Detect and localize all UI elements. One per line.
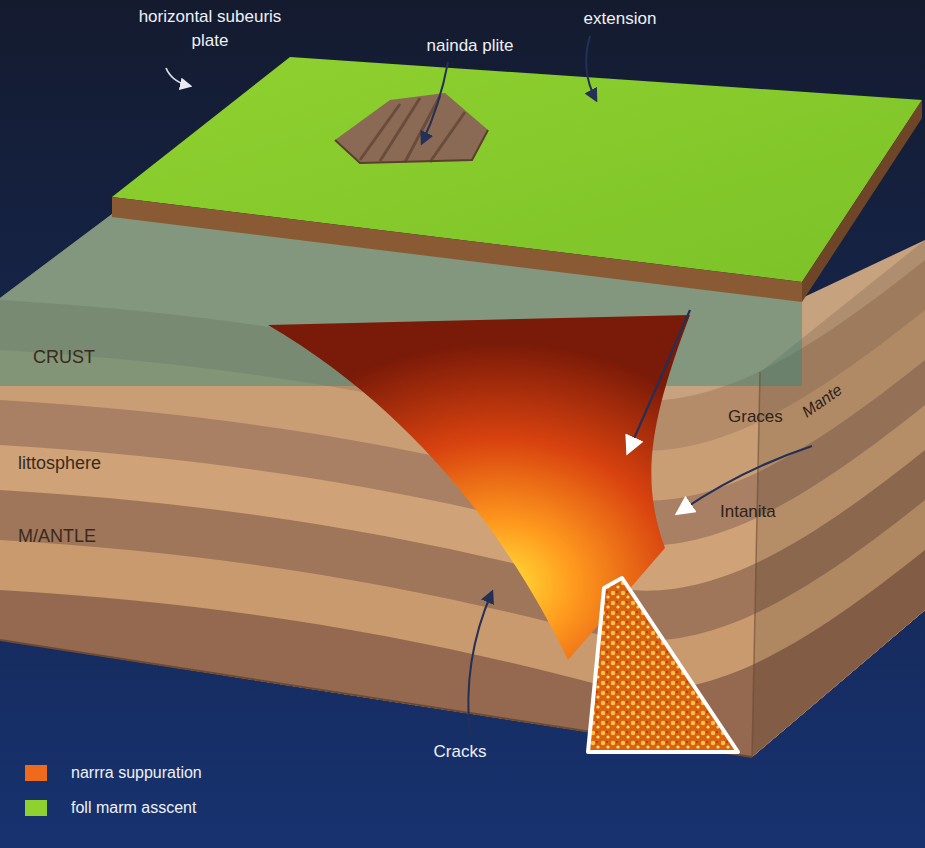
zone-label: Graces bbox=[728, 405, 783, 429]
layer-label: CRUST bbox=[33, 345, 95, 370]
legend-row: foll marm asscent bbox=[25, 799, 196, 817]
legend-swatch bbox=[25, 800, 47, 816]
legend-swatch bbox=[25, 765, 47, 781]
legend-text: foll marm asscent bbox=[71, 799, 196, 817]
layer-label: M/ANTLE bbox=[18, 524, 96, 549]
zone-label: Intanita bbox=[720, 500, 776, 524]
layer-label: littosphere bbox=[18, 451, 101, 476]
legend-text: narrra suppuration bbox=[71, 764, 202, 782]
zone-label: Mante bbox=[798, 379, 847, 423]
legend-row: narrra suppuration bbox=[25, 764, 202, 782]
process-label: extension bbox=[584, 7, 657, 31]
plate-label: horizontal subeuris plate bbox=[135, 5, 285, 53]
feature-label: Cracks bbox=[434, 740, 487, 764]
plate-label: nainda plite bbox=[427, 34, 514, 58]
